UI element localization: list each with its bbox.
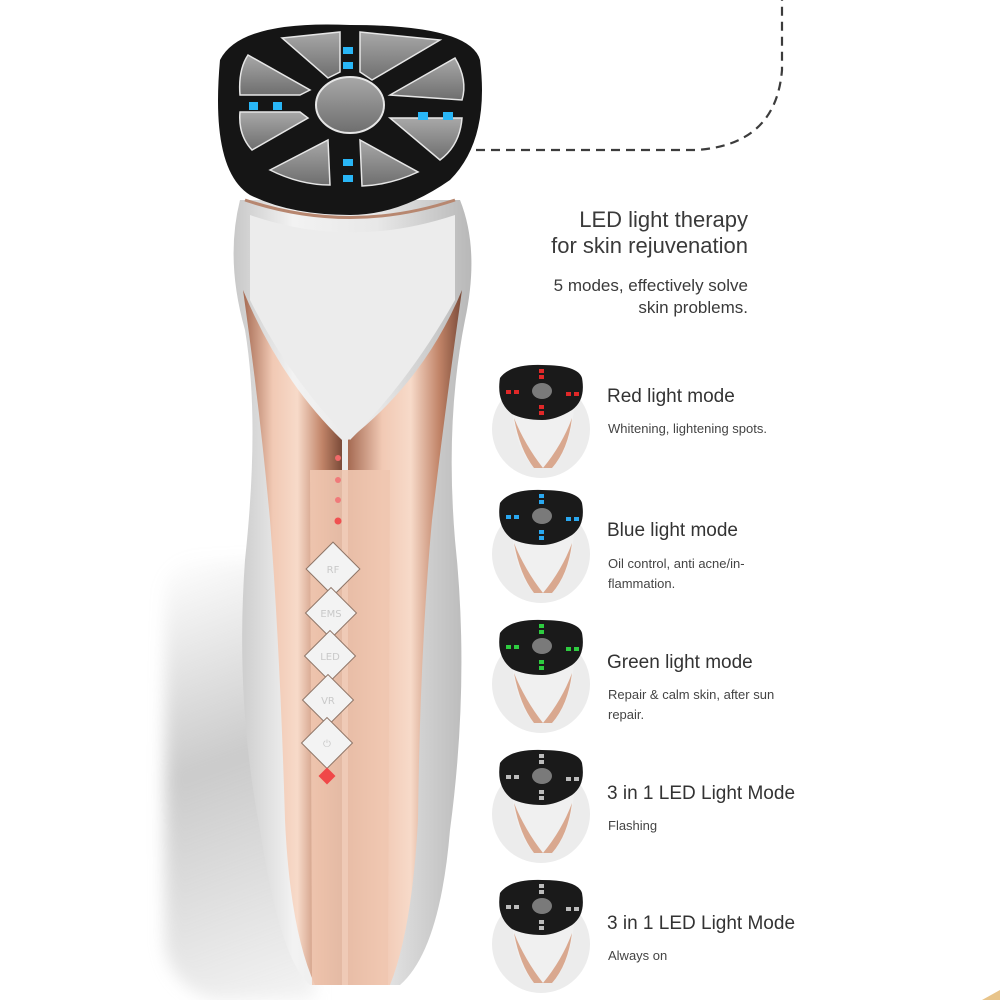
mode-3in1-always-on: 3 in 1 LED Light Mode Always on (490, 875, 830, 995)
svg-text:VR: VR (321, 696, 335, 707)
decorative-corner-icon (982, 990, 1000, 1000)
mode-description: Whitening, lightening spots. (608, 421, 767, 436)
mode-thumbnail-3in1-always-on (490, 875, 594, 993)
mode-red: Red light mode Whitening, lightening spo… (490, 360, 830, 480)
mode-description: Repair & calm skin, after sun repair. (608, 687, 775, 722)
mode-name: 3 in 1 LED Light Mode (607, 783, 796, 804)
mode-description: Always on (608, 948, 668, 963)
headline-subtitle-line2: skin problems. (638, 298, 748, 317)
mode-green: Green light mode Repair & calm skin, aft… (490, 615, 830, 735)
mode-3in1-flashing: 3 in 1 LED Light Mode Flashing (490, 745, 830, 865)
svg-text:⏻: ⏻ (323, 739, 331, 750)
mode-thumbnail-green (490, 615, 594, 733)
mode-blue: Blue light mode Oil control, anti acne/i… (490, 485, 830, 605)
mode-name: 3 in 1 LED Light Mode (607, 913, 796, 934)
mode-thumbnail-red (490, 360, 594, 478)
mode-description: Oil control, anti acne/in-flammation. (608, 556, 745, 591)
device-image: RF EMS LED VR ⏻ (150, 0, 490, 1000)
feature-headline: LED light therapy for skin rejuvenation … (551, 207, 748, 319)
headline-title-line1: LED light therapy (579, 207, 748, 232)
mode-thumbnail-blue (490, 485, 594, 603)
mode-name: Blue light mode (607, 520, 738, 541)
mode-thumbnail-3in1-flashing (490, 745, 594, 863)
svg-text:LED: LED (320, 652, 340, 663)
mode-description: Flashing (608, 818, 658, 833)
mode-name: Red light mode (607, 386, 735, 407)
svg-text:RF: RF (327, 565, 340, 576)
mode-name: Green light mode (607, 652, 753, 673)
headline-subtitle-line1: 5 modes, effectively solve (553, 276, 748, 295)
headline-title-line2: for skin rejuvenation (551, 233, 748, 258)
callout-dashed-line (476, 0, 784, 152)
svg-text:EMS: EMS (320, 609, 341, 620)
